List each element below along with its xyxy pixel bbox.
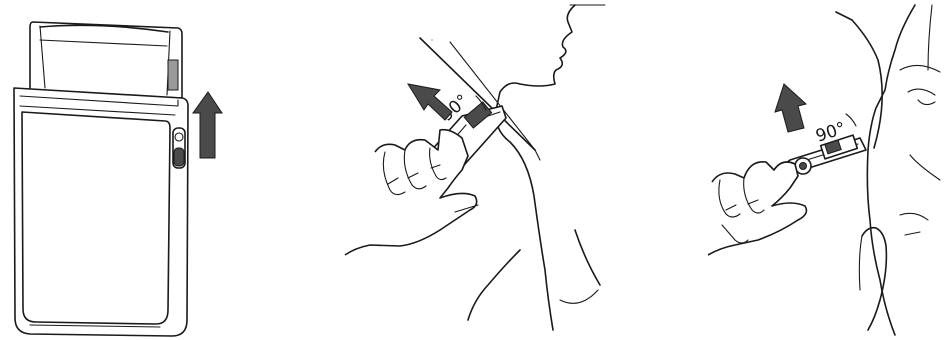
support-hand xyxy=(862,228,886,330)
slide-up-arrow-icon xyxy=(193,92,222,158)
shaver-head-cap xyxy=(30,22,182,98)
hand-grip xyxy=(345,130,477,255)
shaving-neck-figure: 90° xyxy=(345,5,605,330)
shaving-sideburn-figure: 90° xyxy=(708,5,940,335)
face-profile-line xyxy=(867,5,915,335)
head-release-button xyxy=(168,60,178,90)
shaver-front-figure xyxy=(14,22,222,336)
neck-profile-line xyxy=(496,5,575,330)
shaver-front-panel xyxy=(22,112,170,324)
slide-up-arrow-icon-sideburn xyxy=(775,84,806,132)
